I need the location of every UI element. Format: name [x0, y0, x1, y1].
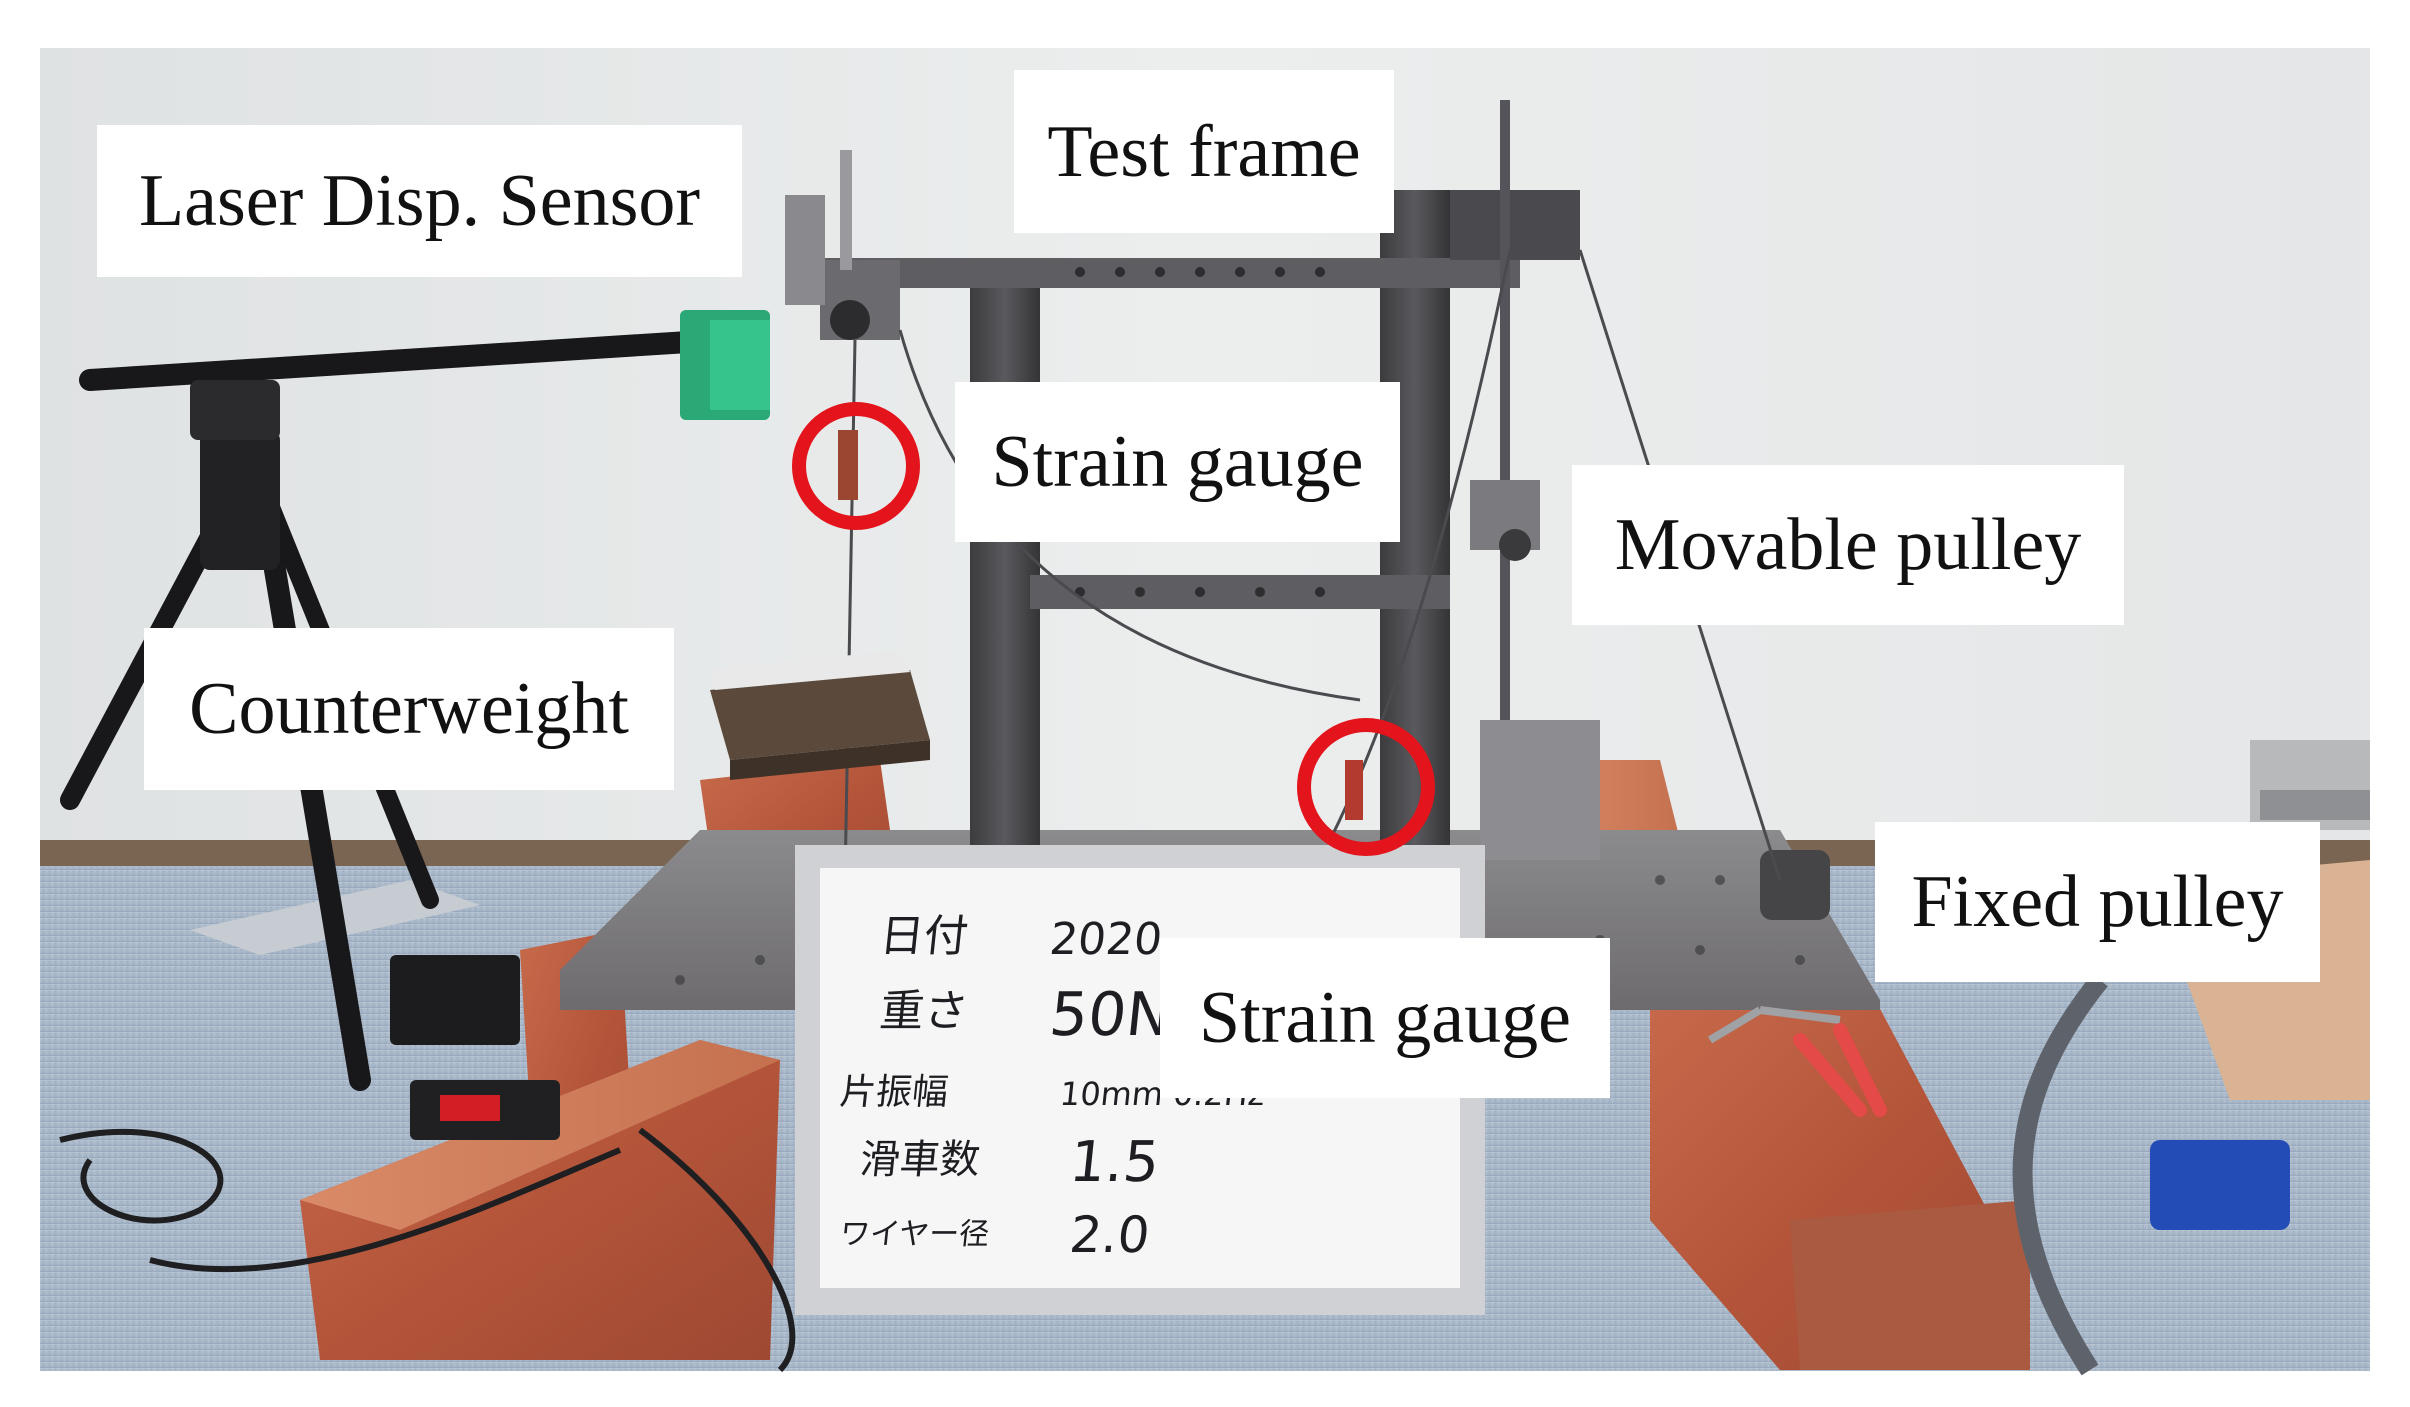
label-fixed-pulley: Fixed pulley	[1875, 822, 2320, 982]
whiteboard-row1-value: 2020	[1047, 914, 1165, 965]
label-movable-pulley: Movable pulley	[1572, 465, 2124, 625]
label-test-frame: Test frame	[1014, 70, 1394, 233]
label-strain-gauge-lower: Strain gauge	[1160, 938, 1610, 1098]
whiteboard-row5-value: 2.0	[1066, 1206, 1153, 1264]
whiteboard-row2-label: 重さ	[877, 986, 971, 1037]
label-laser-disp-sensor: Laser Disp. Sensor	[97, 125, 742, 277]
whiteboard-row2-value: 50N	[1046, 980, 1175, 1050]
whiteboard-row4-value: 1.5	[1066, 1130, 1163, 1195]
label-strain-gauge-upper: Strain gauge	[955, 382, 1400, 542]
whiteboard-row3-label: 片振幅	[837, 1072, 951, 1113]
whiteboard-row5-label: ワイヤー径	[838, 1217, 992, 1252]
whiteboard-row1-label: 日付	[877, 911, 971, 962]
label-counterweight: Counterweight	[144, 628, 674, 790]
whiteboard-row4-label: 滑車数	[857, 1137, 983, 1183]
strain-gauge-upper-highlight	[792, 402, 920, 530]
strain-gauge-lower-highlight	[1297, 718, 1435, 856]
